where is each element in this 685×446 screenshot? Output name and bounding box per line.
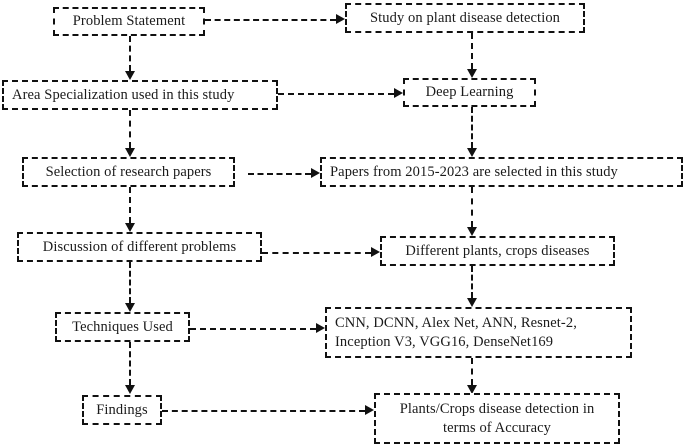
edge-papers-to-plants-crops	[471, 187, 473, 227]
edge-problem-to-area-arrowhead	[125, 71, 135, 80]
edge-techniques-list-to-accuracy-arrowhead	[467, 385, 477, 394]
edge-findings-to-accuracy	[162, 410, 365, 412]
edge-problem-to-study	[205, 19, 336, 21]
edge-discussion-to-plants-crops	[262, 252, 371, 254]
node-accuracy-outcome[interactable]: Plants/Crops disease detection in terms …	[374, 393, 620, 444]
edge-discussion-to-techniques	[129, 262, 131, 303]
edge-techniques-to-list	[190, 328, 316, 330]
edge-selection-to-papers-arrowhead	[311, 168, 320, 178]
node-problem-statement-label: Problem Statement	[72, 13, 186, 30]
edge-discussion-to-plants-crops-arrowhead	[371, 247, 380, 257]
edge-findings-to-accuracy-arrowhead	[365, 405, 374, 415]
edge-techniques-to-list-arrowhead	[316, 323, 325, 333]
node-problem-statement[interactable]: Problem Statement	[53, 7, 205, 36]
node-techniques-used-label: Techniques Used	[72, 318, 173, 335]
node-discussion-of-problems[interactable]: Discussion of different problems	[17, 232, 262, 262]
edge-deep-learning-to-papers-arrowhead	[467, 148, 477, 157]
edge-study-to-deep-learning-arrowhead	[467, 69, 477, 78]
edge-area-to-deep-learning-arrowhead	[394, 88, 403, 98]
node-selection-of-research-papers[interactable]: Selection of research papers	[22, 157, 235, 187]
edge-problem-to-area	[129, 36, 131, 71]
node-accuracy-outcome-text: Plants/Crops disease detection in terms …	[382, 400, 612, 437]
edge-study-to-deep-learning	[471, 33, 473, 69]
node-techniques-list-text: CNN, DCNN, Alex Net, ANN, Resnet-2, Ince…	[335, 314, 624, 351]
edge-selection-to-papers	[248, 173, 311, 175]
node-plants-crops-diseases[interactable]: Different plants, crops diseases	[380, 236, 615, 266]
node-deep-learning-label: Deep Learning	[425, 84, 514, 101]
node-accuracy-line1: Plants/Crops disease detection in	[399, 400, 595, 417]
node-techniques-list[interactable]: CNN, DCNN, Alex Net, ANN, Resnet-2, Ince…	[325, 307, 632, 358]
edge-problem-to-study-arrowhead	[336, 14, 345, 24]
node-plants-crops-diseases-label: Different plants, crops diseases	[405, 242, 590, 259]
node-papers-range[interactable]: Papers from 2015-2023 are selected in th…	[320, 157, 683, 187]
edge-papers-to-plants-crops-arrowhead	[467, 227, 477, 236]
edge-area-to-selection-arrowhead	[125, 148, 135, 157]
node-study-topic[interactable]: Study on plant disease detection	[345, 3, 585, 33]
edge-area-to-deep-learning	[278, 93, 394, 95]
edge-techniques-to-findings	[129, 342, 131, 385]
edge-area-to-selection	[129, 110, 131, 148]
edge-discussion-to-techniques-arrowhead	[125, 303, 135, 312]
node-study-topic-label: Study on plant disease detection	[369, 9, 561, 26]
edge-deep-learning-to-papers	[471, 107, 473, 148]
edge-techniques-to-findings-arrowhead	[125, 385, 135, 394]
node-findings[interactable]: Findings	[82, 395, 162, 425]
edge-plants-crops-to-techniques-list-arrowhead	[467, 298, 477, 307]
node-discussion-of-problems-label: Discussion of different problems	[42, 238, 237, 255]
edge-techniques-list-to-accuracy	[471, 358, 473, 385]
node-area-specialization-label: Area Specialization used in this study	[12, 86, 235, 103]
node-deep-learning[interactable]: Deep Learning	[403, 78, 536, 107]
node-papers-range-label: Papers from 2015-2023 are selected in th…	[330, 163, 618, 180]
node-findings-label: Findings	[96, 401, 148, 418]
edge-selection-to-discussion-arrowhead	[125, 223, 135, 232]
node-selection-of-research-papers-label: Selection of research papers	[45, 163, 212, 180]
node-area-specialization[interactable]: Area Specialization used in this study	[2, 80, 278, 110]
node-techniques-used[interactable]: Techniques Used	[55, 312, 190, 342]
node-accuracy-line2: terms of Accuracy	[443, 419, 551, 436]
edge-plants-crops-to-techniques-list	[471, 266, 473, 298]
node-techniques-list-line1: CNN, DCNN, Alex Net, ANN, Resnet-2,	[335, 314, 577, 331]
node-techniques-list-line2: Inception V3, VGG16, DenseNet169	[335, 333, 554, 350]
edge-selection-to-discussion	[129, 187, 131, 223]
